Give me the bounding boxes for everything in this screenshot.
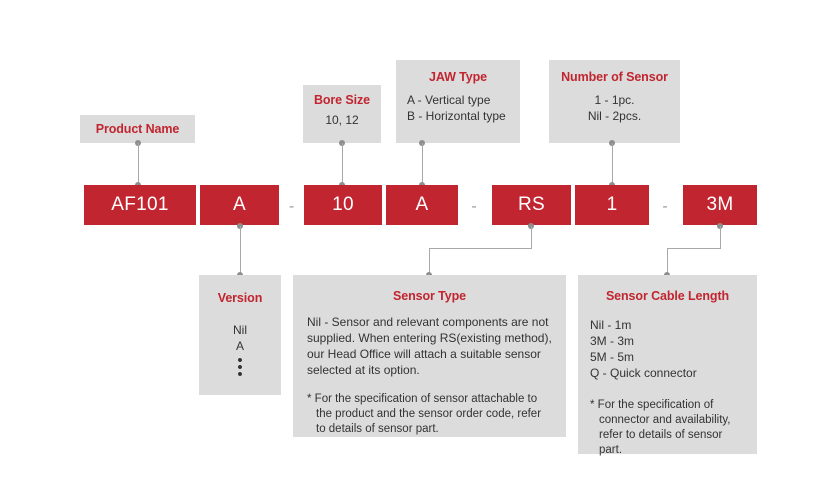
code-segment-version[interactable]: A xyxy=(200,185,279,225)
callout-sensor-cable-length-line-0: Nil - 1m xyxy=(590,318,632,332)
code-segment-number-of-sensor[interactable]: 1 xyxy=(575,185,649,225)
callout-jaw-type-line-0: A - Vertical type xyxy=(407,93,491,107)
connector-line-product-name xyxy=(138,143,139,185)
callout-number-of-sensor: Number of Sensor 1 - 1pc. Nil - 2pcs. xyxy=(549,60,680,143)
code-segment-jaw-type-value: A xyxy=(415,194,429,215)
code-segment-sensor-type[interactable]: RS xyxy=(492,185,571,225)
callout-number-of-sensor-title: Number of Sensor xyxy=(561,70,668,84)
connector-line-bore-size xyxy=(342,143,343,185)
callout-version: Version Nil A • • • xyxy=(199,275,281,395)
code-segment-sensor-cable-length[interactable]: 3M xyxy=(683,185,757,225)
connector-line-version xyxy=(240,226,241,275)
callout-version-ellipsis-dot-0: • xyxy=(237,352,243,369)
callout-sensor-type: Sensor Type Nil - Sensor and relevant co… xyxy=(293,275,566,437)
callout-sensor-cable-length-line-3: Q - Quick connector xyxy=(590,366,697,380)
callout-version-ellipsis: • • • xyxy=(199,352,281,383)
connector-line-sensor-type-v1 xyxy=(531,226,532,248)
connector-line-sensor-type-v2 xyxy=(429,248,430,275)
code-separator-0: - xyxy=(288,198,295,215)
callout-version-line-0: Nil xyxy=(233,323,247,337)
connector-line-cable-length-h xyxy=(667,248,721,249)
connector-line-number-of-sensor xyxy=(612,143,613,185)
connector-line-cable-length-v2 xyxy=(667,248,668,275)
code-segment-bore-size[interactable]: 10 xyxy=(304,185,382,225)
callout-sensor-type-title: Sensor Type xyxy=(393,289,466,303)
code-segment-sensor-type-value: RS xyxy=(518,194,545,215)
code-separator-1: - xyxy=(471,198,477,215)
callout-sensor-cable-length-line-2: 5M - 5m xyxy=(590,350,635,364)
callout-sensor-type-note: * For the specification of sensor attach… xyxy=(307,393,542,435)
connector-line-cable-length-v1 xyxy=(720,226,721,248)
callout-version-line-1: A xyxy=(235,339,244,353)
callout-product-name-title: Product Name xyxy=(95,122,180,136)
callout-number-of-sensor-line-1: Nil - 2pcs. xyxy=(587,109,642,123)
code-segment-number-of-sensor-value: 1 xyxy=(606,194,618,215)
code-separator-2: - xyxy=(662,198,668,215)
code-segment-product-name-value: AF101 xyxy=(111,194,169,215)
code-segment-product-name[interactable]: AF101 xyxy=(84,185,196,225)
callout-sensor-cable-length-note: * For the specification of connector and… xyxy=(590,399,731,456)
callout-jaw-type-title: JAW Type xyxy=(428,70,487,84)
callout-sensor-cable-length: Sensor Cable Length Nil - 1m 3M - 3m 5M … xyxy=(578,275,757,456)
callout-number-of-sensor-line-0: 1 - 1pc. xyxy=(594,93,635,107)
code-segment-version-value: A xyxy=(233,194,246,215)
connector-line-sensor-type-h xyxy=(429,248,532,249)
callout-bore-size-line-0: 10, 12 xyxy=(325,113,359,127)
callout-jaw-type-line-1: B - Horizontal type xyxy=(407,109,506,123)
callout-version-ellipsis-dot-2: • xyxy=(237,366,243,383)
callout-version-ellipsis-dot-1: • xyxy=(237,359,243,376)
code-segment-sensor-cable-length-value: 3M xyxy=(706,194,734,215)
callout-bore-size: Bore Size 10, 12 xyxy=(303,85,381,143)
code-segment-jaw-type[interactable]: A xyxy=(386,185,458,225)
callout-version-title: Version xyxy=(217,291,263,305)
callout-sensor-type-paragraph: Nil - Sensor and relevant components are… xyxy=(307,315,552,377)
callout-jaw-type: JAW Type A - Vertical type B - Horizonta… xyxy=(396,60,520,143)
callout-sensor-cable-length-line-1: 3M - 3m xyxy=(590,334,635,348)
code-segment-bore-size-value: 10 xyxy=(332,194,354,215)
connector-line-jaw-type xyxy=(422,143,423,185)
callout-bore-size-title: Bore Size xyxy=(313,93,371,107)
callout-sensor-cable-length-title: Sensor Cable Length xyxy=(605,289,730,303)
callout-product-name: Product Name xyxy=(80,115,195,143)
